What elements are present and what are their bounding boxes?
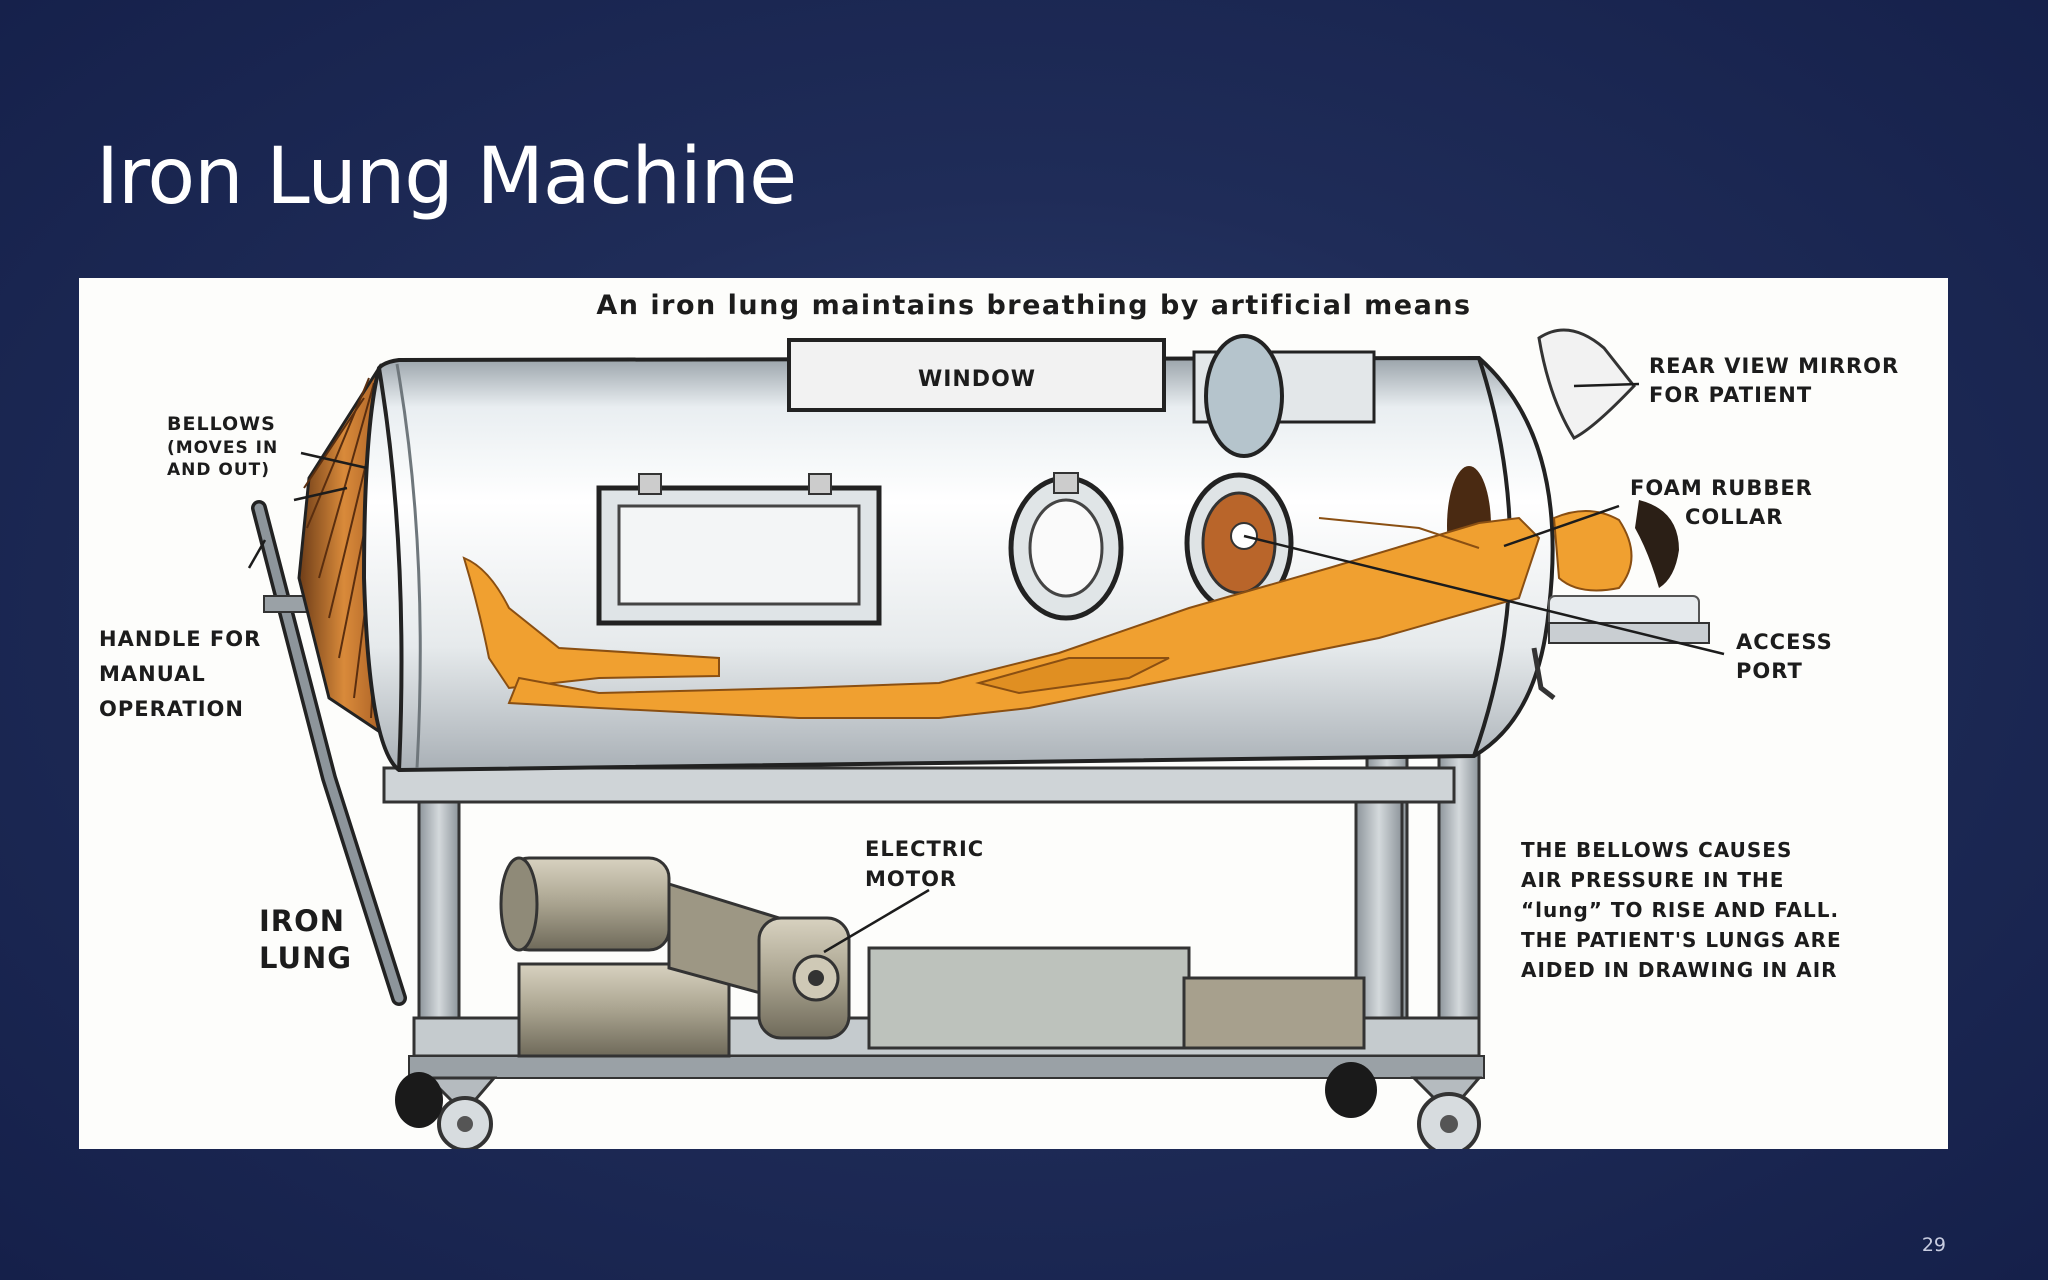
rear-view-mirror-icon <box>1537 328 1636 440</box>
label-foam-rubber-1: FOAM RUBBER <box>1630 476 1813 500</box>
electric-motor <box>499 856 1366 1058</box>
leader-lines <box>247 382 1725 954</box>
window-label: WINDOW <box>918 367 1036 392</box>
label-handle-3: OPERATION <box>99 697 244 721</box>
explanation-line-3: “lung” TO RISE AND FALL. <box>1521 898 1839 922</box>
iron-lung-diagram: An iron lung maintains breathing by arti… <box>79 278 1948 1149</box>
explanation-line-5: AIDED IN DRAWING IN AIR <box>1521 958 1838 982</box>
label-bellows-1: BELLOWS <box>167 413 276 435</box>
patient-figure <box>462 328 1710 719</box>
label-electric-motor-2: MOTOR <box>865 867 957 891</box>
explanation-line-4: THE PATIENT'S LUNGS ARE <box>1521 928 1842 952</box>
label-handle-1: HANDLE FOR <box>99 627 261 651</box>
slide-number: 29 <box>1921 1234 1946 1256</box>
explanation-line-2: AIR PRESSURE IN THE <box>1521 868 1784 892</box>
label-bellows-3: AND OUT) <box>167 460 270 480</box>
label-electric-motor-1: ELECTRIC <box>865 837 984 861</box>
explanation-line-1: THE BELLOWS CAUSES <box>1521 838 1792 862</box>
label-rear-view-mirror-1: REAR VIEW MIRROR <box>1649 354 1899 378</box>
label-handle-2: MANUAL <box>99 662 206 686</box>
wheels <box>395 1062 1483 1149</box>
label-access-port-1: ACCESS <box>1736 630 1833 654</box>
label-foam-rubber-2: COLLAR <box>1685 505 1783 529</box>
diagram-labels: REAR VIEW MIRROR FOR PATIENT BELLOWS (MO… <box>99 354 1899 982</box>
label-bellows-2: (MOVES IN <box>167 438 278 458</box>
diagram-caption: An iron lung maintains breathing by arti… <box>596 290 1471 321</box>
label-access-port-2: PORT <box>1736 659 1803 683</box>
mirror-icon <box>1204 334 1284 458</box>
label-iron-lung-1: IRON <box>259 904 345 938</box>
slide-title: Iron Lung Machine <box>96 132 797 222</box>
label-rear-view-mirror-2: FOR PATIENT <box>1649 383 1812 407</box>
label-iron-lung-2: LUNG <box>259 941 352 975</box>
